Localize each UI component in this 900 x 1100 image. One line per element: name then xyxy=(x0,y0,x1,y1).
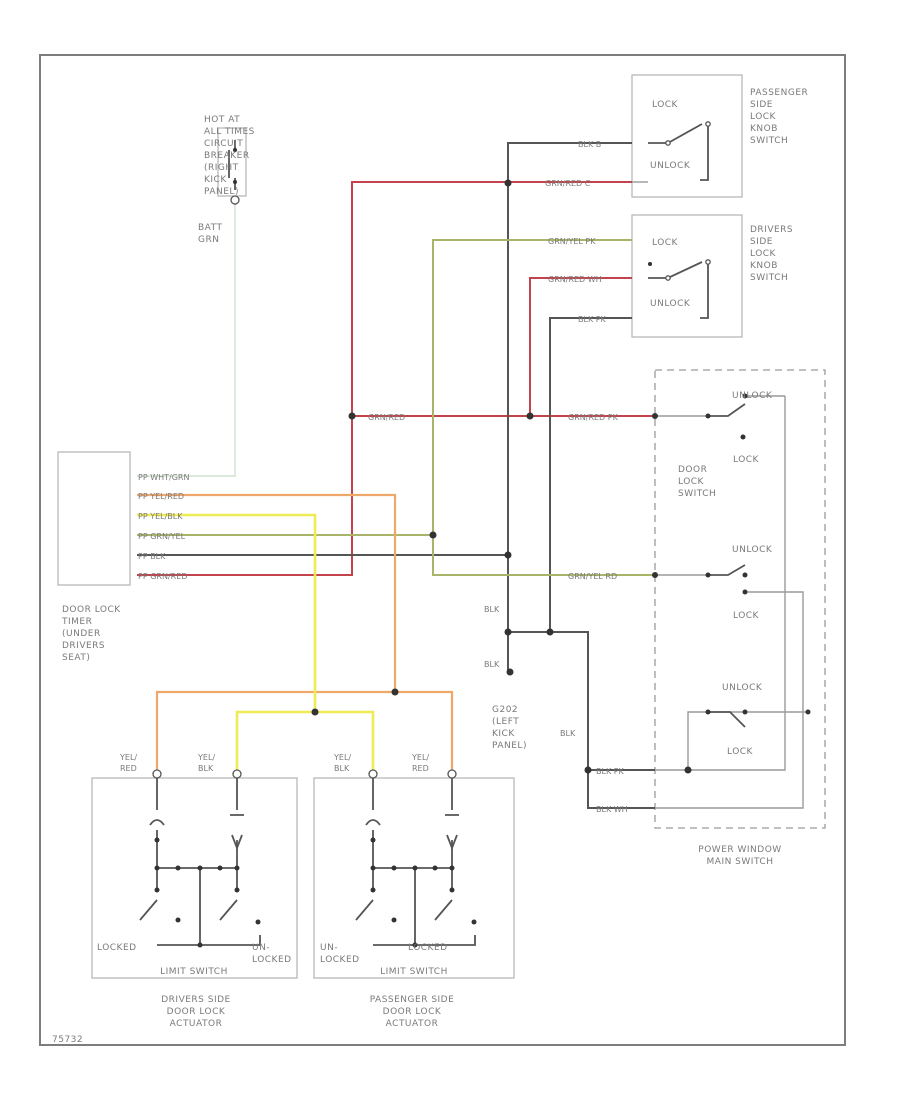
wire-yel-red-trunk xyxy=(137,493,397,692)
window-switch-contact xyxy=(708,711,746,728)
passenger-limit-switch-label: LIMIT SWITCH xyxy=(380,967,448,977)
door-lock-switch-contact-2 xyxy=(708,564,746,576)
window-switch-lock: LOCK xyxy=(727,747,754,757)
wire-label-blk-pk: BLK PK xyxy=(578,315,607,324)
wire-label-grn-yel-pk: GRN/YEL PK xyxy=(548,237,596,246)
wire-label-blk-b: BLK B xyxy=(578,140,601,149)
wire-label-grn-red-c: GRN/RED C xyxy=(545,179,591,188)
passenger-actuator-box xyxy=(313,777,515,979)
wire-label-grn-red-wh: GRN/RED WH xyxy=(548,275,602,284)
ground-symbol xyxy=(506,668,514,676)
wire-blk-pw xyxy=(550,631,655,809)
wire-yel-red-actuators xyxy=(155,690,454,772)
driver-lock-label: LOCK xyxy=(652,238,679,248)
circuit-breaker-box xyxy=(217,127,247,197)
wire-label-yel-blk-passenger: YEL/BLK xyxy=(333,753,351,773)
wire-label-grn-red-pk: GRN/RED PK xyxy=(568,413,619,422)
wire-label-blk-pw1: BLK PK xyxy=(596,767,625,776)
wire-grn-yel-rd xyxy=(432,535,655,576)
wire-label-blk-2: BLK xyxy=(484,660,500,669)
wire-label-yel-red-driver: YEL/RED xyxy=(119,753,137,773)
passenger-lock-label: LOCK xyxy=(652,100,679,110)
power-window-switch-box xyxy=(654,369,826,829)
door-lock-timer-box xyxy=(57,451,131,586)
passenger-knob-switch-box xyxy=(631,74,743,198)
driver-knob-switch-box xyxy=(631,214,743,338)
wire-blk-pk xyxy=(508,317,632,633)
pw-int-2 xyxy=(655,396,786,771)
wire-label-timer-grn-red: PP GRN/RED xyxy=(138,572,187,581)
driver-actuator-box xyxy=(91,777,298,979)
splice-points xyxy=(311,179,692,774)
passenger-unlock-label: UNLOCK xyxy=(650,161,691,171)
wire-label-timer-grn-yel: PP GRN/YEL xyxy=(138,532,186,541)
wire-grn-red-wh xyxy=(529,277,632,416)
passenger-unlocked-label: UN-LOCKED xyxy=(320,943,360,965)
wire-label-timer-wht: PP WHT/GRN xyxy=(138,473,189,482)
door-lock-switch-contact-1 xyxy=(708,403,746,417)
wire-grn-red-main xyxy=(137,181,632,576)
driver-actuator-mechanism xyxy=(139,778,261,948)
wire-label-timer-yel-red: PP YEL/RED xyxy=(138,492,184,501)
driver-unlock-label: UNLOCK xyxy=(650,299,691,309)
wire-label-blk-3: BLK xyxy=(560,729,576,738)
wire-label-yel-blk-driver: YEL/BLK xyxy=(197,753,215,773)
wire-blk-b xyxy=(507,142,632,632)
wire-batt-grn xyxy=(137,196,236,477)
wire-label-timer-blk: PP BLK xyxy=(138,552,166,561)
driver-locked-label: LOCKED xyxy=(97,943,137,953)
wire-grn-yel-main xyxy=(137,239,632,536)
passenger-actuator-mechanism xyxy=(355,778,477,948)
wire-label-blk-1: BLK xyxy=(484,605,500,614)
wire-yel-blk-actuators xyxy=(235,710,375,772)
door-switch-lock-1: LOCK xyxy=(733,455,760,465)
wire-labels: BLK B GRN/RED C GRN/YEL PK GRN/RED WH BLK PK… xyxy=(119,140,628,814)
pw-int-3 xyxy=(655,591,804,809)
driver-limit-switch-label: LIMIT SWITCH xyxy=(160,967,228,977)
diagram-frame xyxy=(39,54,846,1046)
driver-knob-contact xyxy=(648,261,709,319)
wire-label-timer-yel-blk: PP YEL/BLK xyxy=(138,512,183,521)
driver-unlocked-label: UN-LOCKED xyxy=(252,943,292,965)
wire-yel-blk-trunk xyxy=(137,513,317,712)
door-switch-unlock-2: UNLOCK xyxy=(732,545,773,555)
wire-label-grn-yel-rd: GRN/YEL RD xyxy=(568,572,617,581)
wire-label-yel-red-passenger: YEL/RED xyxy=(411,753,429,773)
wire-label-grn-red: GRN/RED xyxy=(368,413,405,422)
door-switch-lock-2: LOCK xyxy=(733,611,760,621)
passenger-locked-label: LOCKED xyxy=(408,943,448,953)
passenger-knob-contact xyxy=(648,123,709,181)
wire-label-blk-pw2: BLK WH xyxy=(596,805,628,814)
door-switch-unlock-1: UNLOCK xyxy=(732,391,773,401)
figure-id: 75732 xyxy=(52,1035,83,1045)
pw-int-6 xyxy=(687,711,808,770)
window-switch-unlock: UNLOCK xyxy=(722,683,763,693)
